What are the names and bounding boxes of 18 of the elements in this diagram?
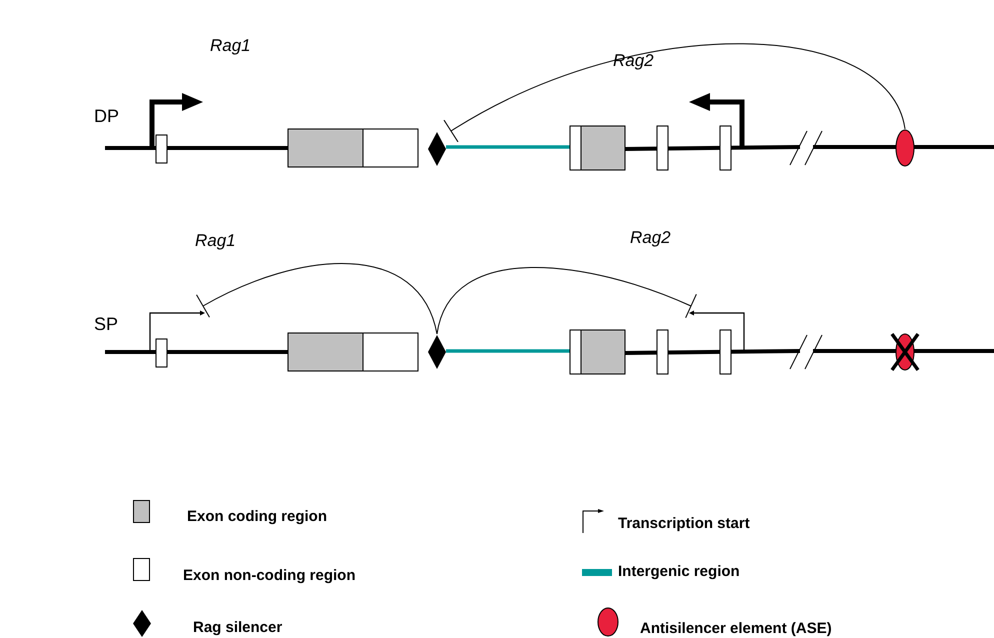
legend-label: Antisilencer element (ASE) bbox=[640, 619, 832, 638]
legend-label: Intergenic region bbox=[618, 562, 740, 582]
cell-stage-label: DP bbox=[94, 105, 120, 128]
regulation-connector bbox=[436, 267, 697, 334]
gene-label: Rag2 bbox=[630, 227, 671, 249]
ase-ellipse bbox=[895, 129, 915, 167]
silencer-diamond bbox=[427, 334, 447, 370]
legend-label: Transcription start bbox=[618, 514, 750, 534]
regulation-connector bbox=[444, 43, 906, 143]
legend-label: Exon non-coding region bbox=[183, 566, 356, 586]
gene-label: Rag2 bbox=[613, 50, 654, 72]
legend-label: Rag silencer bbox=[193, 618, 282, 638]
gene-label: Rag1 bbox=[210, 35, 251, 57]
gene-label: Rag1 bbox=[195, 230, 236, 252]
legend-label: Exon coding region bbox=[187, 507, 328, 527]
silencer-diamond bbox=[427, 131, 447, 167]
cell-stage-label: SP bbox=[94, 313, 118, 336]
regulation-connector bbox=[196, 263, 438, 334]
